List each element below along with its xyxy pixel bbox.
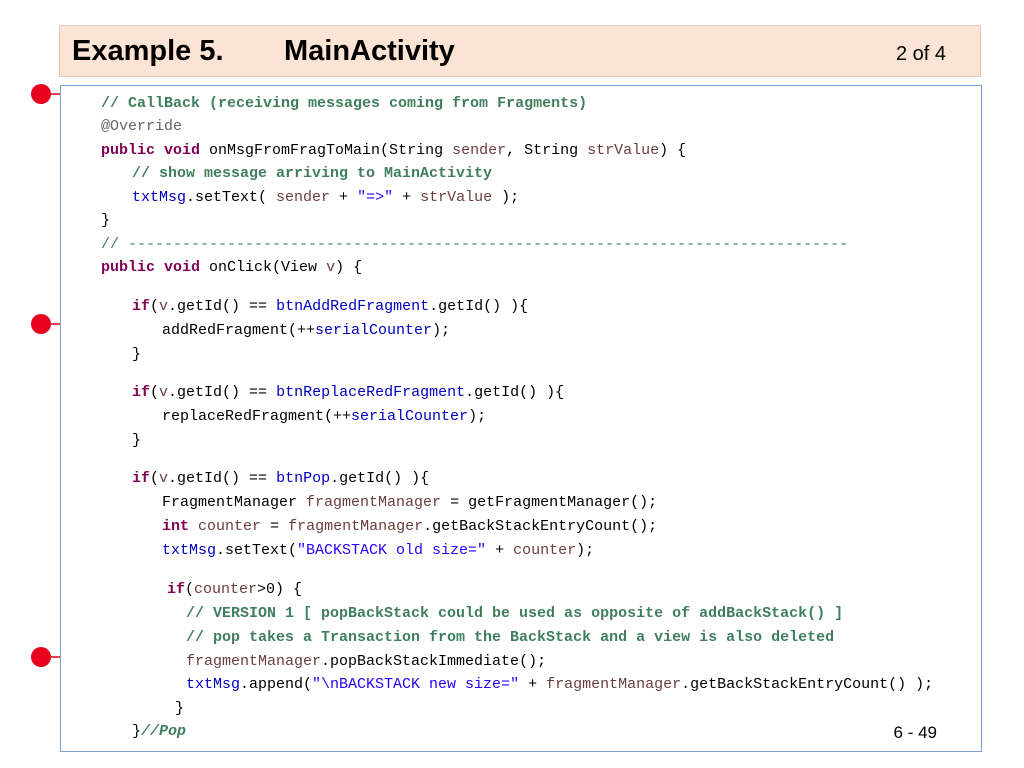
slide-part-indicator: 2 of 4	[895, 43, 946, 65]
slide-title-bar: Example 5. MainActivity 2 of 4	[59, 25, 981, 77]
code-line: replaceRedFragment(++serialCounter);	[162, 408, 487, 425]
code-line: }	[101, 212, 111, 229]
code-line: // CallBack (receiving messages coming f…	[101, 95, 588, 112]
code-line: txtMsg.setText("BACKSTACK old size=" + c…	[162, 542, 595, 559]
code-line: // show message arriving to MainActivity	[132, 165, 493, 182]
code-line: txtMsg.setText( sender + "=>" + strValue…	[132, 189, 520, 206]
code-line: addRedFragment(++serialCounter);	[162, 322, 451, 339]
code-line: int counter = fragmentManager.getBackSta…	[162, 518, 658, 535]
code-line: public void onClick(View v) {	[101, 259, 363, 276]
code-line: // pop takes a Transaction from the Back…	[186, 629, 835, 646]
page-number: 6 - 49	[893, 723, 937, 742]
code-line: if(v.getId() == btnReplaceRedFragment.ge…	[132, 384, 565, 401]
slide-title: Example 5.	[72, 35, 224, 67]
code-line: @Override	[101, 118, 183, 135]
code-line: }//Pop	[132, 723, 187, 740]
code-line: if(v.getId() == btnPop.getId() ){	[132, 470, 430, 487]
code-line: }	[132, 432, 142, 449]
code-line: }	[132, 346, 142, 363]
slide-title-class-name: MainActivity	[284, 35, 455, 67]
code-listing: // CallBack (receiving messages coming f…	[60, 85, 982, 752]
code-line: // -------------------------------------…	[101, 236, 849, 253]
code-line: txtMsg.append("\nBACKSTACK new size=" + …	[186, 676, 934, 693]
code-line: public void onMsgFromFragToMain(String s…	[101, 142, 687, 159]
code-line: }	[175, 700, 185, 717]
code-line: if(v.getId() == btnAddRedFragment.getId(…	[132, 298, 529, 315]
code-line: if(counter>0) {	[167, 581, 303, 598]
code-line: FragmentManager fragmentManager = getFra…	[162, 494, 658, 511]
code-line: // VERSION 1 [ popBackStack could be use…	[186, 605, 844, 622]
code-line: fragmentManager.popBackStackImmediate();	[186, 653, 547, 670]
